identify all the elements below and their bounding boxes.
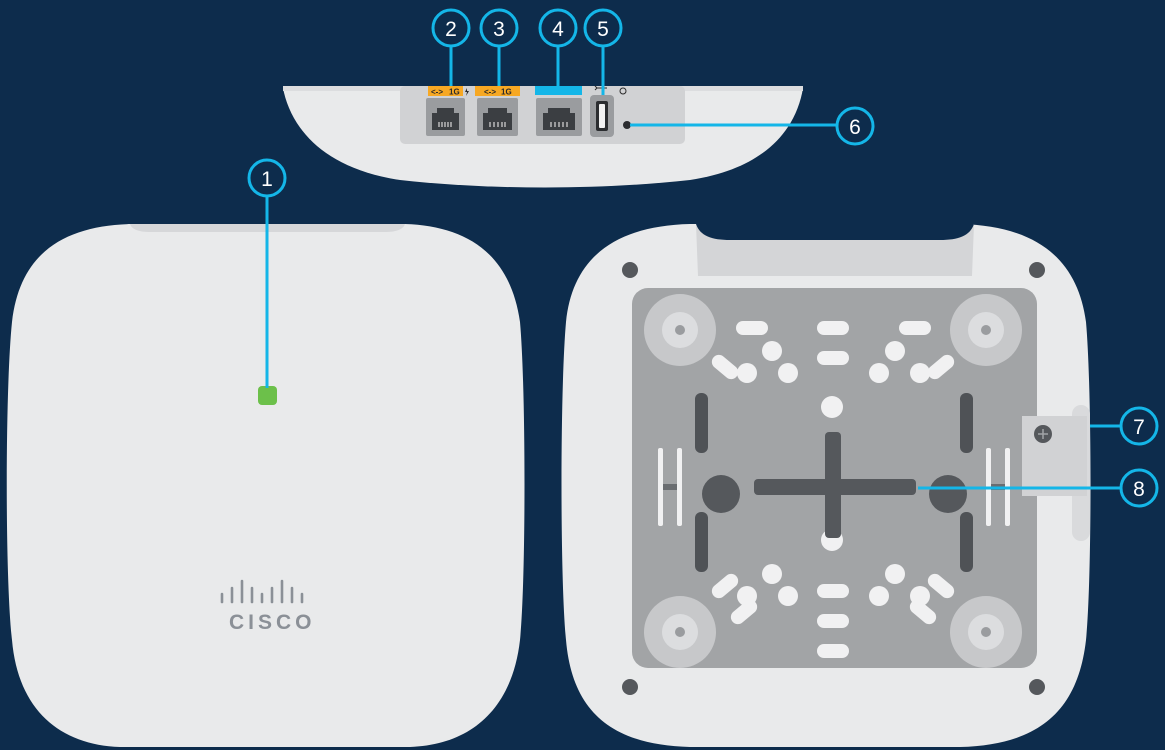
- callout-6: 6: [835, 106, 875, 146]
- cisco-logo: CISCO: [220, 579, 316, 634]
- corner-screw: [1029, 679, 1045, 695]
- mount-holes: [737, 341, 930, 606]
- corner-screw: [622, 262, 638, 278]
- port-speed-label: 1G: [449, 88, 460, 97]
- security-tab: [1022, 416, 1087, 496]
- usb-port: [590, 85, 614, 137]
- callout-number: 6: [849, 116, 861, 139]
- port-speed-label: 1G: [501, 88, 512, 97]
- corner-screw: [622, 679, 638, 695]
- callout-number: 5: [597, 18, 609, 41]
- callout-4: 4: [538, 8, 578, 48]
- ethernet-arrows-icon: <->: [484, 88, 496, 97]
- callout-5: 5: [583, 8, 623, 48]
- callout-2: 2: [431, 8, 471, 48]
- ethernet-arrows-icon: <->: [431, 88, 443, 97]
- ethernet-port-2: <-> 1G: [475, 86, 520, 136]
- port-tag: [428, 86, 463, 96]
- mount-standoffs: [644, 294, 1022, 668]
- callout-number: 8: [1133, 478, 1145, 501]
- port-tag: [475, 86, 520, 96]
- port-tag: [535, 86, 582, 95]
- back-view: [561, 224, 1091, 747]
- mount-slots: [711, 321, 955, 658]
- callout-8: 8: [1119, 468, 1159, 508]
- callout-number: 3: [493, 18, 505, 41]
- side-view: <-> 1G <-> 1G: [283, 85, 803, 188]
- ethernet-port-3: [535, 86, 582, 136]
- callout-1: 1: [247, 158, 287, 198]
- callout-number: 2: [445, 18, 457, 41]
- reset-pinhole: [623, 121, 631, 129]
- status-led: [258, 386, 277, 405]
- callout-leader-lines: [265, 47, 1120, 490]
- ethernet-port-poe: <-> 1G: [426, 86, 469, 136]
- mount-center-left: [702, 475, 740, 513]
- callout-number: 1: [261, 168, 273, 191]
- security-bracket: [1022, 416, 1087, 496]
- corner-screw: [1029, 262, 1045, 278]
- mount-cross: [754, 432, 916, 538]
- cisco-logo-text: CISCO: [229, 611, 316, 634]
- cisco-logo-bars: [220, 579, 304, 604]
- front-view: CISCO: [6, 224, 525, 747]
- callout-7: 7: [1119, 406, 1159, 446]
- callout-number: 4: [552, 18, 564, 41]
- front-view-body: [6, 224, 525, 747]
- callout-number: 7: [1133, 416, 1145, 439]
- reset-button: [619, 87, 631, 129]
- reset-icon: [619, 87, 627, 95]
- poe-bolt-icon: [465, 88, 469, 96]
- callout-3: 3: [479, 8, 519, 48]
- mount-center-right: [929, 475, 967, 513]
